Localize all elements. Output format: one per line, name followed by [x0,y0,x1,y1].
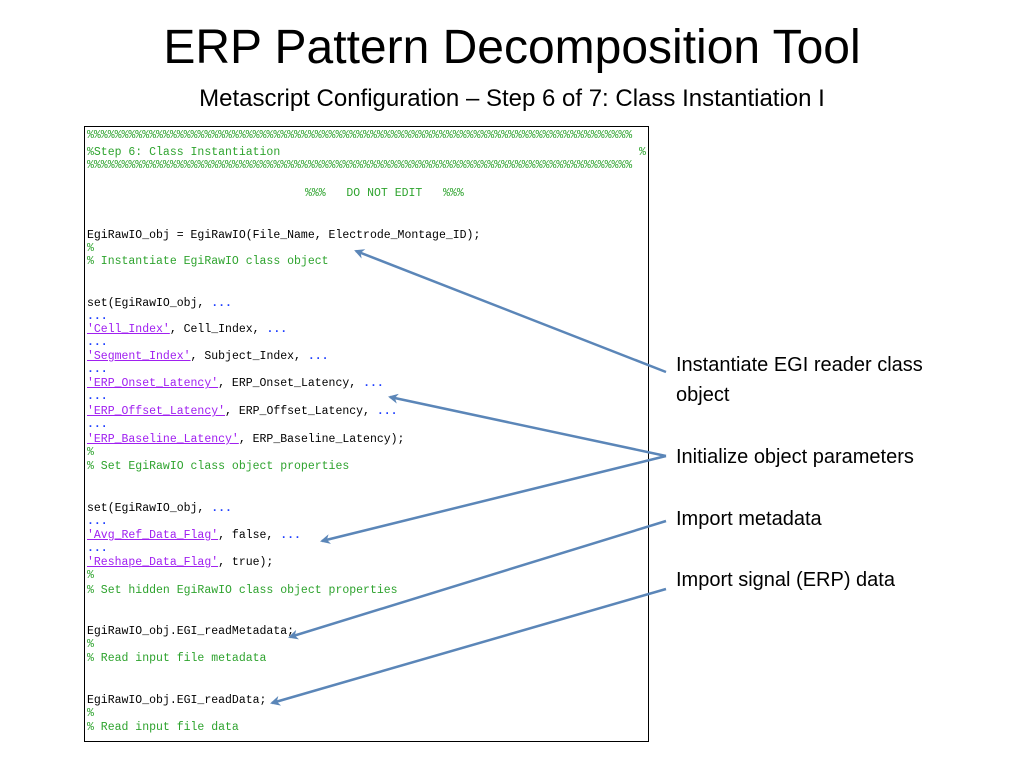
set-call-line: set(EgiRawIO_obj, ... [87,297,232,310]
banner-line-top: %%%%%%%%%%%%%%%%%%%%%%%%%%%%%%%%%%%%%%%%… [87,129,633,142]
avg-ref-line: 'Avg_Ref_Data_Flag', false, ... [87,529,301,542]
cell-index-line: 'Cell_Index', Cell_Index, ... [87,323,287,336]
argument-text: , true); [218,556,274,569]
slide-title: ERP Pattern Decomposition Tool [163,21,861,74]
string-literal: 'ERP_Offset_Latency' [87,405,226,418]
read-data-line: EgiRawIO_obj.EGI_readData; [87,694,267,707]
segment-index-line: 'Segment_Index', Subject_Index, ... [87,350,329,363]
slide-subtitle: Metascript Configuration – Step 6 of 7: … [199,85,825,112]
comment-marker: % [87,638,94,651]
ellipsis-line: ... [87,515,108,528]
argument-text: , Cell_Index, [169,323,267,336]
step-header-end: % [639,146,646,159]
comment-marker: % [87,242,94,255]
argument-text: , ERP_Offset_Latency, [225,405,377,418]
read-data-comment: % Read input file data [87,721,239,734]
ellipsis: ... [266,323,288,336]
step-header-text: %Step 6: Class Instantiation [87,146,281,159]
set-hidden-call-line: set(EgiRawIO_obj, ... [87,502,232,515]
onset-latency-line: 'ERP_Onset_Latency', ERP_Onset_Latency, … [87,377,384,390]
callout-initialize: Initialize object parameters [676,446,914,468]
set-open: set(EgiRawIO_obj, [87,502,212,515]
argument-text: , ERP_Baseline_Latency); [238,433,405,446]
banner-line-bottom: %%%%%%%%%%%%%%%%%%%%%%%%%%%%%%%%%%%%%%%%… [87,159,633,172]
ellipsis: ... [211,502,232,515]
comment-marker: % [87,569,94,582]
callout-instantiate-line2: object [676,384,730,406]
ellipsis: ... [280,529,301,542]
do-not-edit-line: %%% DO NOT EDIT %%% [305,187,464,200]
argument-text: , Subject_Index, [190,350,308,363]
string-literal: 'Avg_Ref_Data_Flag' [87,529,219,542]
ellipsis: ... [211,297,232,310]
callout-instantiate: Instantiate EGI reader class object [676,350,976,410]
arrow-initialize-hidden [320,454,667,544]
comment-marker: % [87,707,94,720]
ellipsis-line: ... [87,336,108,349]
arrow-instantiate [354,249,667,374]
arrow-import-metadata [288,519,667,640]
callout-import-signal: Import signal (ERP) data [676,569,895,591]
arrow-import-signal [270,587,667,706]
set-props-comment: % Set EgiRawIO class object properties [87,460,350,473]
ellipsis-line: ... [87,418,108,431]
instantiate-comment: % Instantiate EgiRawIO class object [87,255,329,268]
offset-latency-line: 'ERP_Offset_Latency', ERP_Offset_Latency… [87,405,398,418]
code-screenshot-panel: %%%%%%%%%%%%%%%%%%%%%%%%%%%%%%%%%%%%%%%%… [84,126,649,742]
ellipsis: ... [376,405,398,418]
read-metadata-comment: % Read input file metadata [87,652,267,665]
ellipsis-line: ... [87,363,108,376]
ellipsis-line: ... [87,310,108,323]
arrow-initialize-offset [388,393,667,458]
reshape-line: 'Reshape_Data_Flag', true); [87,556,273,569]
instantiate-code-line: EgiRawIO_obj = EgiRawIO(File_Name, Elect… [87,229,481,242]
argument-text: , false, [218,529,281,542]
ellipsis: ... [363,377,384,390]
ellipsis-line: ... [87,390,108,403]
string-literal: 'Segment_Index' [87,350,191,363]
string-literal: 'Reshape_Data_Flag' [87,556,219,569]
step-header-line: %Step 6: Class Instantiation% [87,146,646,159]
ellipsis-line: ... [87,542,108,555]
callout-instantiate-line1: Instantiate EGI reader class [676,354,923,376]
comment-marker: % [87,446,94,459]
set-open: set(EgiRawIO_obj, [87,297,212,310]
ellipsis: ... [307,350,329,363]
read-metadata-line: EgiRawIO_obj.EGI_readMetadata; [87,625,295,638]
callout-import-metadata: Import metadata [676,508,822,530]
string-literal: 'ERP_Baseline_Latency' [87,433,239,446]
hidden-props-comment: % Set hidden EgiRawIO class object prope… [87,584,398,597]
baseline-latency-line: 'ERP_Baseline_Latency', ERP_Baseline_Lat… [87,433,404,446]
string-literal: 'ERP_Onset_Latency' [87,377,219,390]
string-literal: 'Cell_Index' [87,323,170,336]
argument-text: , ERP_Onset_Latency, [218,377,364,390]
